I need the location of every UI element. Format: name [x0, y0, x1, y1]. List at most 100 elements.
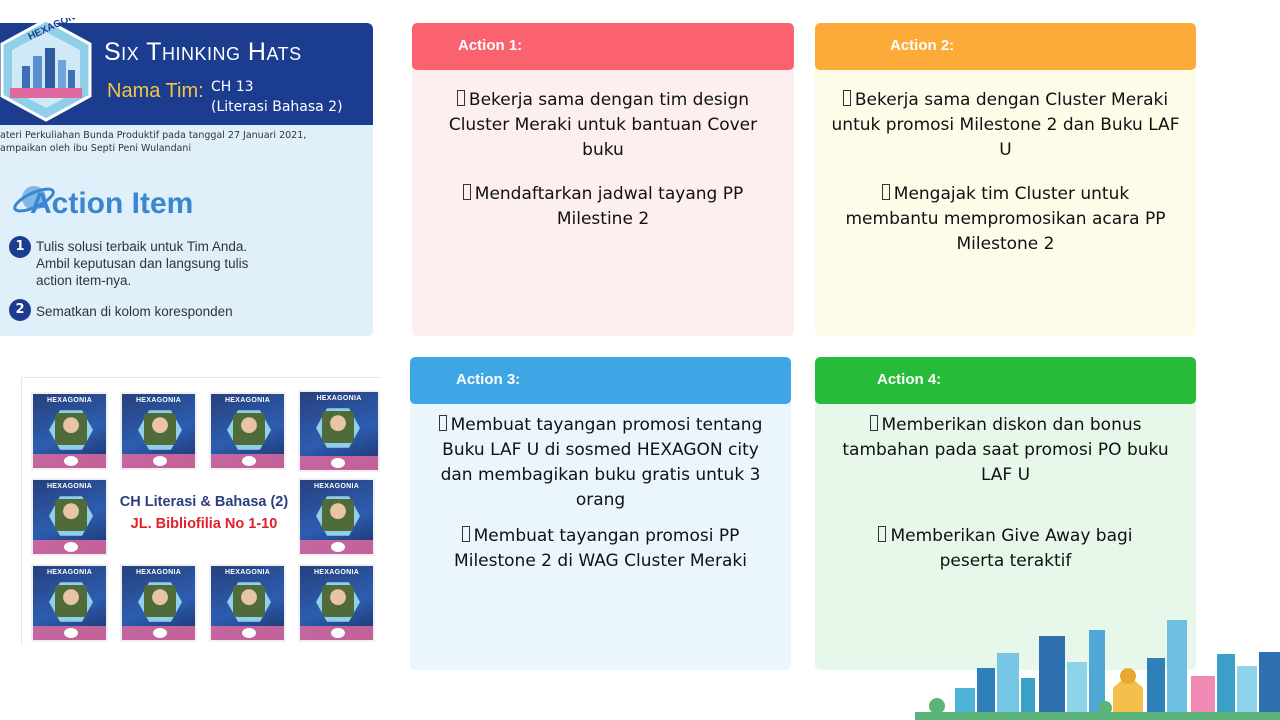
bullet-box-icon	[461, 526, 470, 542]
action-item-panel	[0, 161, 373, 336]
member-photo	[233, 413, 265, 445]
action-card-body: Bekerja sama dengan Cluster Meraki untuk…	[815, 70, 1196, 336]
city-skyline-decoration	[915, 620, 1280, 720]
member-photo	[322, 585, 354, 617]
member-photo-tile: HEXAGONIA	[298, 390, 380, 472]
tile-brand: HEXAGONIA	[46, 483, 93, 490]
logo-dot-icon	[331, 542, 345, 552]
action-card-label: Action 2:	[890, 37, 955, 54]
member-photo	[144, 413, 176, 445]
step-text: Sematkan di kolom koresponden	[36, 304, 233, 319]
action-card-3: Action 3: Membuat tayangan promosi tenta…	[410, 357, 791, 670]
source-note-line: ateri Perkuliahan Bunda Produktif pada t…	[0, 130, 307, 141]
action-card-label: Action 1:	[458, 37, 523, 54]
member-photo-tile: HEXAGONIA	[209, 564, 286, 642]
action-text-content: Mendaftarkan jadwal tayang PP Milestine …	[474, 184, 744, 229]
member-photo	[55, 499, 87, 531]
member-photo	[55, 585, 87, 617]
action-card-body: Membuat tayangan promosi tentang Buku LA…	[410, 404, 791, 670]
team-value: CH 13 (Literasi Bahasa 2)	[211, 77, 371, 117]
logo-dot-icon	[331, 458, 345, 468]
planet-ring-icon	[13, 186, 55, 213]
logo-dot-icon	[153, 628, 167, 638]
member-photo-tile: HEXAGONIA	[31, 478, 108, 556]
collage-title: CH Literasi & Bahasa (2)	[119, 494, 289, 510]
member-photo-tile: HEXAGONIA	[209, 392, 286, 470]
action-card-label: Action 4:	[877, 371, 942, 388]
logo-dot-icon	[331, 628, 345, 638]
logo-dot-icon	[64, 628, 78, 638]
action-item-title: Action Item	[30, 187, 194, 220]
action-text: Membuat tayangan promosi tentang Buku LA…	[410, 413, 791, 513]
action-card-body: Bekerja sama dengan tim design Cluster M…	[412, 70, 794, 336]
team-label: Nama Tim:	[107, 80, 204, 102]
member-photo-tile: HEXAGONIA	[298, 478, 375, 556]
team-collage: HEXAGONIA HEXAGONIA HEXAGONIA HEXAGONIA …	[21, 377, 381, 646]
action-text-content: Membuat tayangan promosi tentang Buku LA…	[440, 415, 763, 510]
action-text-content: Membuat tayangan promosi PP Milestone 2 …	[454, 526, 747, 571]
action-text: Membuat tayangan promosi PP Milestone 2 …	[410, 524, 791, 574]
member-photo	[55, 413, 87, 445]
action-card-header: Action 1:	[412, 23, 794, 70]
member-photo-tile: HEXAGONIA	[31, 392, 108, 470]
bullet-box-icon	[438, 415, 447, 431]
step-number-badge: 2	[9, 299, 31, 321]
bullet-box-icon	[878, 526, 887, 542]
bullet-box-icon	[462, 184, 471, 200]
collage-address: JL. Bibliofilia No 1-10	[130, 516, 278, 532]
member-photo-tile: HEXAGONIA	[120, 564, 197, 642]
member-photo	[322, 411, 354, 443]
tile-brand: HEXAGONIA	[224, 397, 271, 404]
action-text: Bekerja sama dengan Cluster Meraki untuk…	[815, 88, 1196, 163]
action-text: Memberikan diskon dan bonus tambahan pad…	[815, 413, 1196, 488]
action-text-content: Memberikan diskon dan bonus tambahan pad…	[842, 415, 1169, 485]
tile-brand: HEXAGONIA	[135, 569, 182, 576]
member-photo	[233, 585, 265, 617]
action-card-label: Action 3:	[456, 371, 521, 388]
logo-dot-icon	[242, 628, 256, 638]
logo-dot-icon	[64, 456, 78, 466]
tile-brand: HEXAGONIA	[46, 397, 93, 404]
action-text-content: Memberikan Give Away bagi peserta terakt…	[890, 526, 1133, 571]
action-card-1: Action 1: Bekerja sama dengan tim design…	[412, 23, 794, 336]
action-text: Memberikan Give Away bagi peserta terakt…	[815, 524, 1196, 574]
action-card-header: Action 3:	[410, 357, 791, 404]
page-title: Six Thinking Hats	[104, 38, 302, 66]
team-name: (Literasi Bahasa 2)	[211, 99, 343, 115]
member-photo-tile: HEXAGONIA	[31, 564, 108, 642]
action-card-body: Memberikan diskon dan bonus tambahan pad…	[815, 404, 1196, 670]
bullet-box-icon	[456, 90, 465, 106]
step-text: Tulis solusi terbaik untuk Tim Anda. Amb…	[36, 239, 249, 288]
source-note: ateri Perkuliahan Bunda Produktif pada t…	[0, 129, 372, 155]
tile-brand: HEXAGONIA	[313, 483, 360, 490]
hexagon-city-logo: HEXAGON city	[0, 18, 92, 122]
action-text-content: Bekerja sama dengan Cluster Meraki untuk…	[831, 90, 1180, 160]
action-text-content: Bekerja sama dengan tim design Cluster M…	[448, 90, 758, 160]
tile-brand: HEXAGONIA	[224, 569, 271, 576]
tile-brand: HEXAGONIA	[46, 569, 93, 576]
member-photo-tile: HEXAGONIA	[120, 392, 197, 470]
bullet-box-icon	[869, 415, 878, 431]
member-photo	[322, 499, 354, 531]
logo-dot-icon	[153, 456, 167, 466]
tile-brand: HEXAGONIA	[316, 395, 362, 402]
logo-dot-icon	[64, 542, 78, 552]
action-text: Bekerja sama dengan tim design Cluster M…	[412, 88, 794, 163]
action-text: Mengajak tim Cluster untuk membantu memp…	[815, 182, 1196, 257]
team-code: CH 13	[211, 79, 254, 95]
tile-brand: HEXAGONIA	[313, 569, 360, 576]
logo-dot-icon	[242, 456, 256, 466]
member-photo	[144, 585, 176, 617]
action-card-4: Action 4: Memberikan diskon dan bonus ta…	[815, 357, 1196, 670]
bullet-box-icon	[881, 184, 890, 200]
action-text-content: Mengajak tim Cluster untuk membantu memp…	[845, 184, 1166, 254]
member-photo-tile: HEXAGONIA	[298, 564, 375, 642]
action-text: Mendaftarkan jadwal tayang PP Milestine …	[412, 182, 794, 232]
step-number-badge: 1	[9, 236, 31, 258]
note-band	[0, 125, 373, 161]
action-card-2: Action 2: Bekerja sama dengan Cluster Me…	[815, 23, 1196, 336]
source-note-line: ampaikan oleh ibu Septi Peni Wulandani	[0, 143, 192, 154]
action-card-header: Action 4:	[815, 357, 1196, 404]
tile-brand: HEXAGONIA	[135, 397, 182, 404]
action-card-header: Action 2:	[815, 23, 1196, 70]
